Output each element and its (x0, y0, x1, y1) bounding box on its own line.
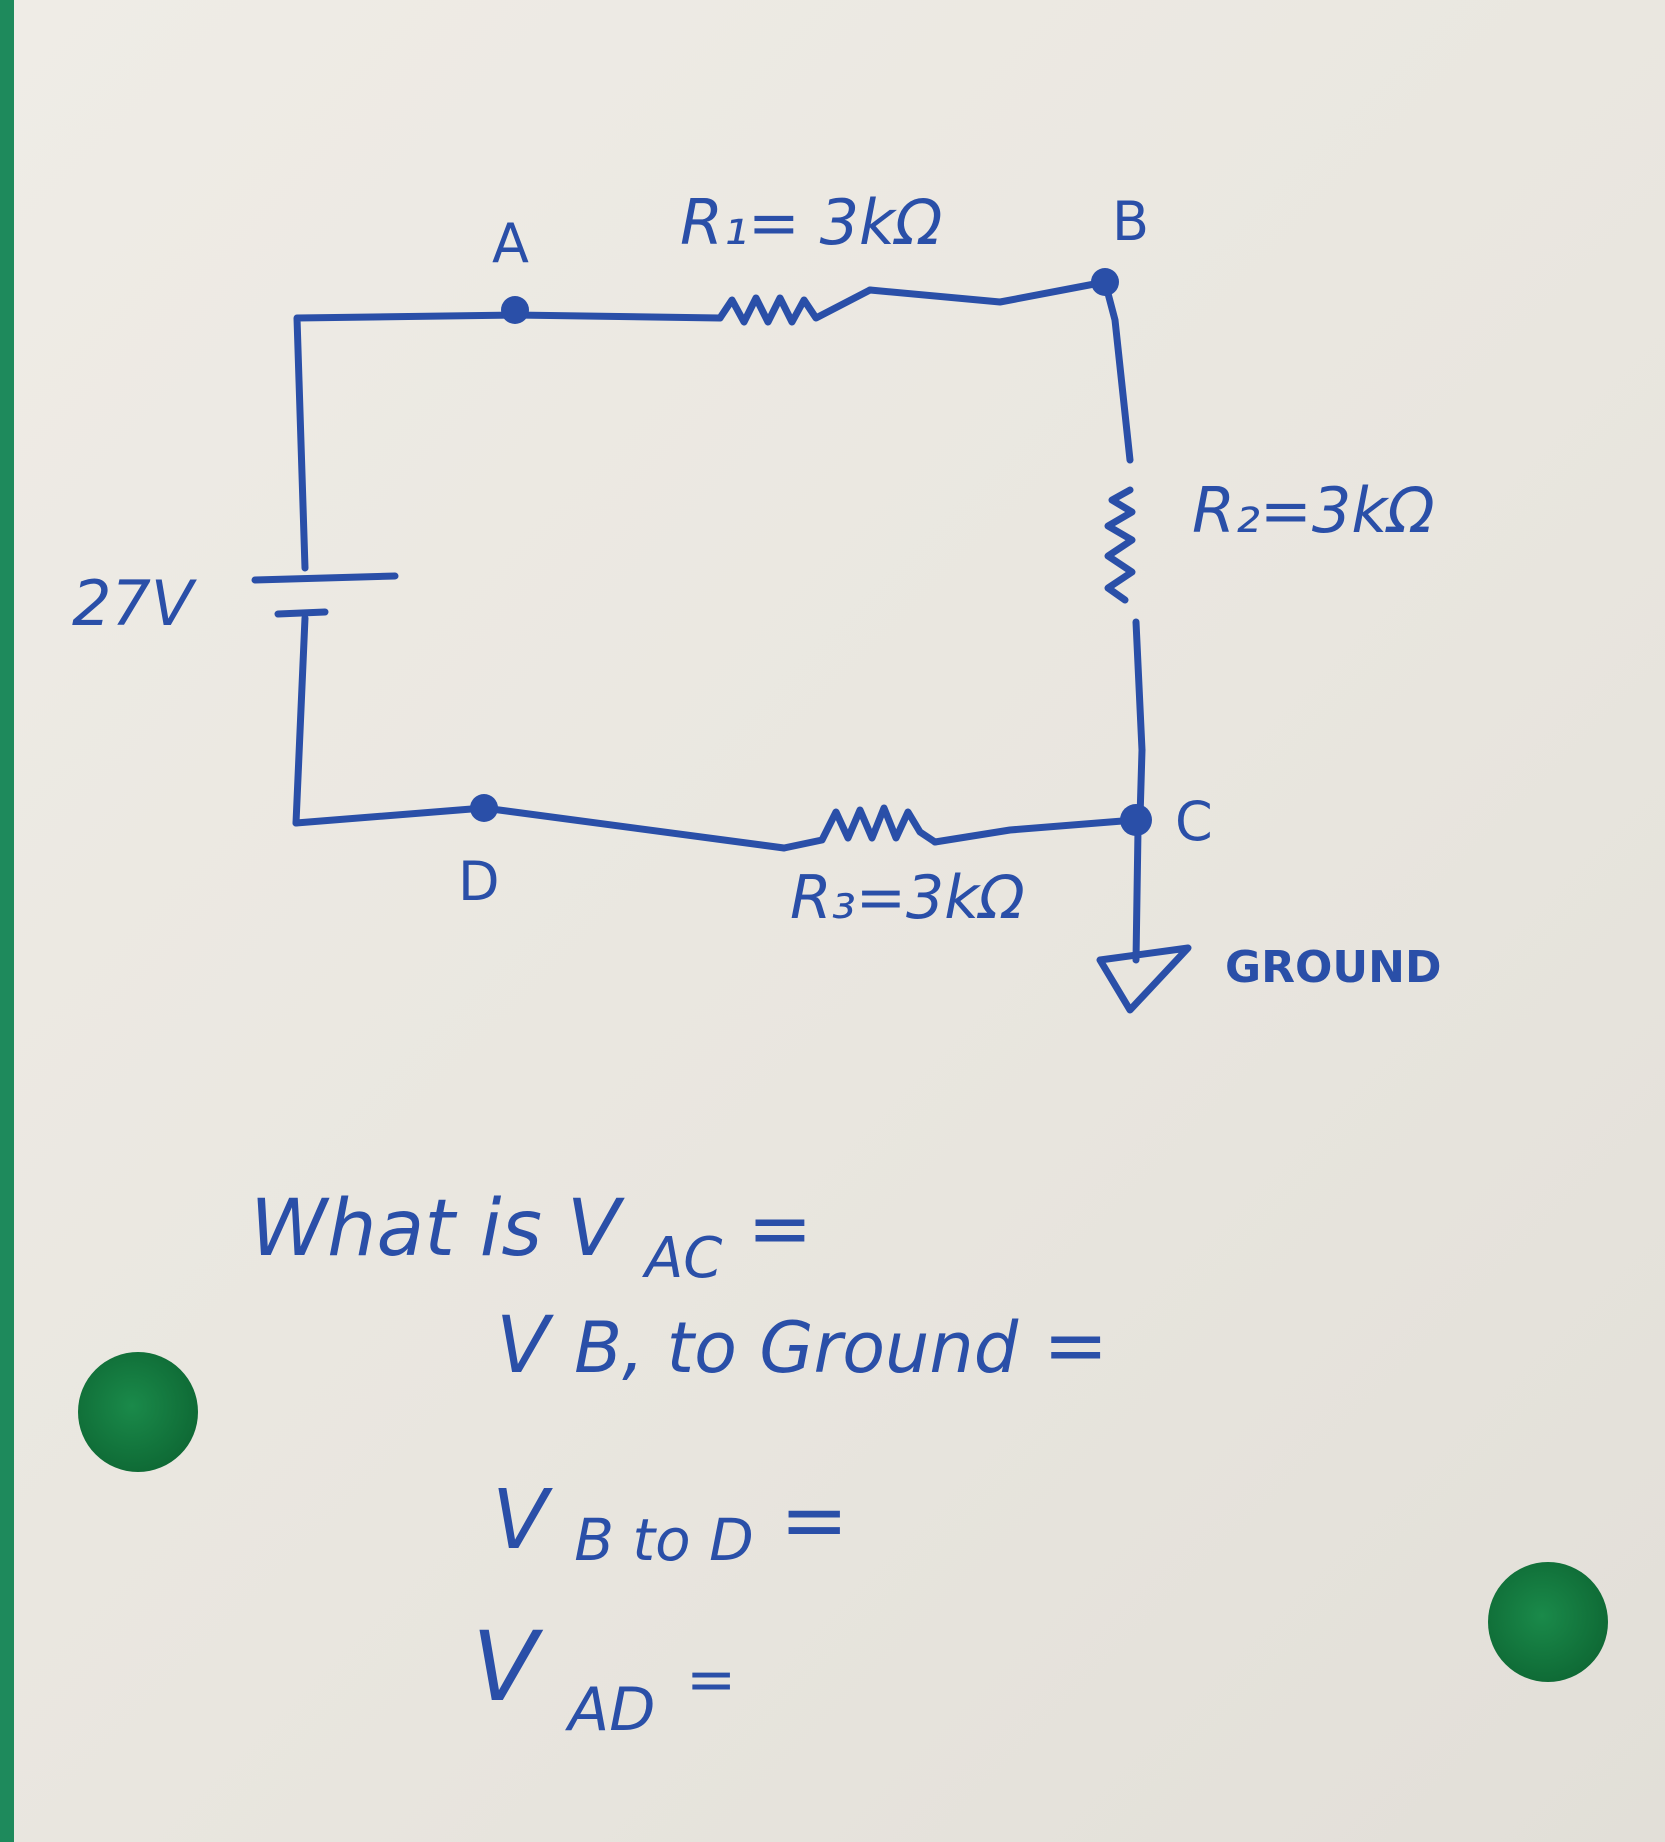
question-vbd-equals: = (780, 1473, 849, 1568)
wire-left-bottom (292, 614, 309, 827)
question-vad-equals: = (686, 1645, 736, 1715)
question-vbd: V B to D = (492, 1473, 849, 1580)
question-vbd-v: V (492, 1473, 553, 1568)
question-vac-equals: = (747, 1184, 812, 1274)
node-a-dot (501, 296, 529, 324)
ground-label: GROUND (1225, 942, 1441, 993)
wire-b-r2 (1101, 278, 1134, 464)
wire-left-top (293, 311, 519, 572)
question-vac: What is V AC = (250, 1184, 813, 1296)
node-b-label: B (1112, 190, 1149, 253)
question-vad: V AD = (472, 1611, 736, 1753)
wire-r3-d (292, 804, 788, 852)
source-voltage-label: 27V (72, 567, 198, 640)
ground-symbol (1096, 944, 1192, 1014)
wire-r1-b (866, 278, 1109, 306)
resistor-r1-label: R₁= 3kΩ (680, 186, 942, 259)
binder-hole-left (78, 1352, 198, 1472)
battery-short-plate (274, 608, 329, 618)
resistor-r3-symbol (780, 804, 939, 852)
question-vac-subscript: AC (642, 1226, 722, 1291)
node-d-label: D (458, 850, 500, 913)
resistor-r2-symbol (1104, 486, 1136, 604)
resistor-r3-label: R₃=3kΩ (790, 863, 1025, 933)
battery-long-plate (251, 572, 399, 584)
question-vb-ground-equals: = (1043, 1301, 1108, 1391)
node-d-dot (470, 794, 498, 822)
node-c-dot (1120, 804, 1152, 836)
question-vb-ground-v: V (496, 1301, 554, 1391)
wire-c-ground (1132, 826, 1142, 964)
question-vb-ground-subscript: B, to Ground (574, 1307, 1019, 1389)
wire-r2-c (1132, 618, 1146, 822)
binder-hole-right (1488, 1562, 1608, 1682)
node-c-label: C (1175, 790, 1213, 853)
question-vac-text: What is V (250, 1184, 625, 1274)
wire-c-r3 (931, 816, 1139, 846)
wire-a-r1 (511, 311, 724, 322)
node-a-label: A (492, 212, 529, 275)
question-vad-v: V (472, 1611, 544, 1723)
question-vad-subscript: AD (564, 1675, 655, 1745)
resistor-r1-symbol (716, 286, 874, 326)
resistor-r2-label: R₂=3kΩ (1192, 474, 1435, 547)
question-vbd-subscript: B to D (574, 1506, 754, 1574)
node-b-dot (1091, 268, 1119, 296)
question-vb-ground: V B, to Ground = (496, 1301, 1108, 1391)
